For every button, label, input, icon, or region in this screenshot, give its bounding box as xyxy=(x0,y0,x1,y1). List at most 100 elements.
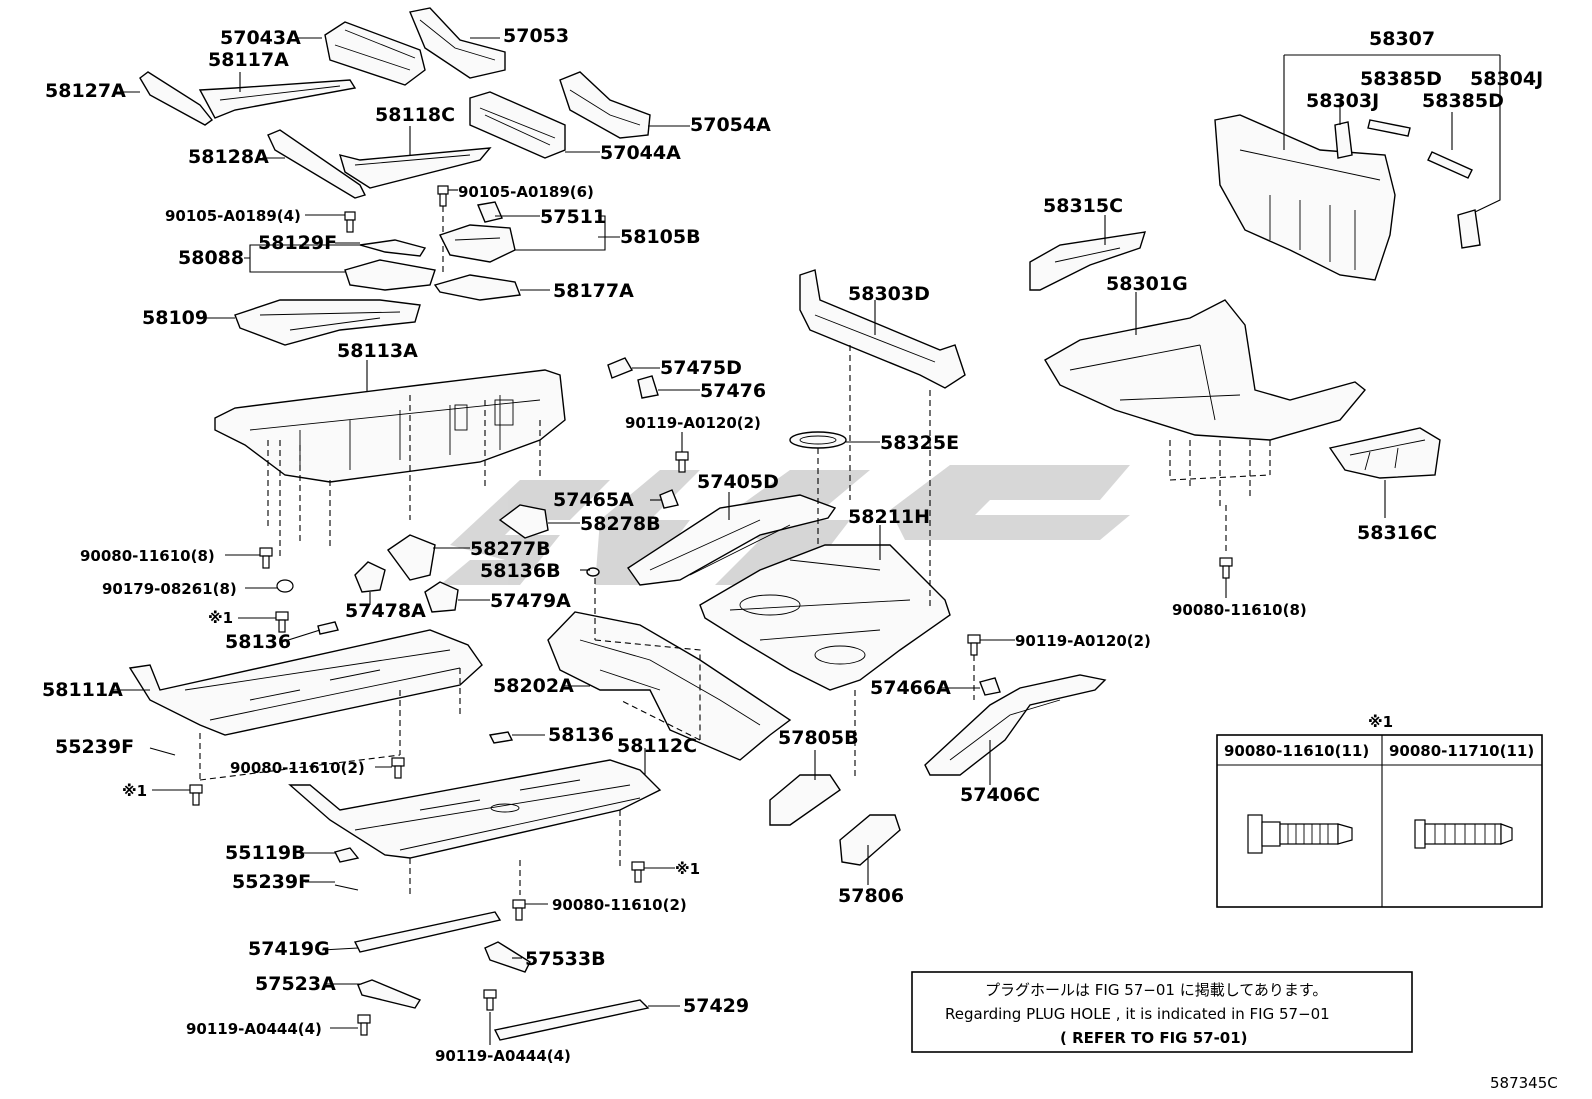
part-57806 xyxy=(839,814,901,866)
part-57406C xyxy=(924,674,1107,776)
part-57479A xyxy=(424,581,459,613)
bolt-90080-a xyxy=(259,547,273,569)
label-57478A: 57478A xyxy=(345,600,426,622)
label-90119-A0120-b: 90119-A0120(2) xyxy=(1015,632,1151,650)
label-57523A: 57523A xyxy=(255,973,336,995)
part-58202A xyxy=(547,611,792,761)
part-58136B xyxy=(586,567,600,577)
part-57429 xyxy=(493,999,650,1041)
label-58113A: 58113A xyxy=(337,340,418,362)
label-90105-6: 90105-A0189(6) xyxy=(458,183,594,201)
label-57405D: 57405D xyxy=(697,471,779,493)
label-57805B: 57805B xyxy=(778,727,859,749)
part-58111A xyxy=(128,629,483,736)
part-57478A xyxy=(354,561,386,593)
part-57476 xyxy=(637,375,659,399)
label-57465A: 57465A xyxy=(553,489,634,511)
label-90080-8a: 90080-11610(8) xyxy=(80,547,215,565)
label-90119-A0444-a: 90119-A0444(4) xyxy=(186,1020,322,1038)
label-90119-A0444-b: 90119-A0444(4) xyxy=(435,1047,571,1065)
bolt-ref1-a xyxy=(275,611,289,633)
label-58304J: 58304J xyxy=(1470,68,1543,90)
label-57475D: 57475D xyxy=(660,357,742,379)
label-58136-a: 58136 xyxy=(225,631,291,653)
part-58105B xyxy=(439,224,516,263)
bolt-90179 xyxy=(276,579,294,593)
part-57043A xyxy=(324,21,426,86)
label-58136B: 58136B xyxy=(480,560,561,582)
bolt-90119-b xyxy=(967,634,981,656)
label-58105B: 58105B xyxy=(620,226,701,248)
part-58127A xyxy=(139,71,214,126)
label-58127A: 58127A xyxy=(45,80,126,102)
part-55119B xyxy=(333,847,360,863)
bolt-90119-a xyxy=(675,451,689,473)
part-57465A xyxy=(659,489,679,509)
label-58316C: 58316C xyxy=(1357,522,1437,544)
fastener-table: ※1 90080-11610(11) 90080-11710(11) xyxy=(1216,713,1543,908)
label-58088: 58088 xyxy=(178,247,244,269)
label-58303D: 58303D xyxy=(848,283,930,305)
notice-line-2: Regarding PLUG HOLE , it is indicated in… xyxy=(945,1005,1330,1023)
label-90105-4: 90105-A0189(4) xyxy=(165,207,301,225)
bolt-ref1-b xyxy=(189,784,203,806)
label-58385D-a: 58385D xyxy=(1360,68,1442,90)
part-57805B xyxy=(769,774,841,826)
bolt-90119-A0444-b xyxy=(483,989,497,1011)
part-57475D xyxy=(607,357,634,379)
label-57406C: 57406C xyxy=(960,784,1040,806)
label-58117A: 58117A xyxy=(208,49,289,71)
label-90080-8b: 90080-11610(8) xyxy=(1172,601,1307,619)
part-58112C xyxy=(288,759,662,859)
bolt-90080-c xyxy=(512,899,526,921)
label-90080-2b: 90080-11610(2) xyxy=(552,896,687,914)
label-55239F-a: 55239F xyxy=(55,736,134,758)
label-58129F: 58129F xyxy=(258,232,337,254)
part-57054A xyxy=(559,71,651,139)
label-90179: 90179-08261(8) xyxy=(102,580,237,598)
part-57405D xyxy=(627,494,837,586)
part-58278B xyxy=(498,504,549,539)
label-57053: 57053 xyxy=(503,25,569,47)
figure-id: 587345C xyxy=(1490,1074,1558,1092)
bolt-ref1-c xyxy=(631,861,645,883)
label-57466A: 57466A xyxy=(870,677,951,699)
part-58303D xyxy=(799,269,966,389)
label-58325E: 58325E xyxy=(880,432,959,454)
plug-hole-notice: プラグホールは FIG 57−01 に掲載してあります。 Regarding P… xyxy=(911,971,1413,1053)
part-55239F-a xyxy=(149,747,176,756)
label-58118C: 58118C xyxy=(375,104,455,126)
callout-labels: 57043A 57053 58117A 58127A 58118C 57054A… xyxy=(42,25,1543,1065)
part-58136-a xyxy=(317,621,339,635)
part-58325E xyxy=(789,431,847,449)
label-57419G: 57419G xyxy=(248,938,330,960)
part-58128A xyxy=(267,129,366,199)
part-58385D-b xyxy=(1427,151,1473,179)
bolt-90080-d xyxy=(1219,557,1233,579)
fastener-table-col1: 90080-11610(11) xyxy=(1224,742,1369,760)
part-58385D-a xyxy=(1367,119,1411,137)
part-58109 xyxy=(234,299,421,346)
label-57429: 57429 xyxy=(683,995,749,1017)
label-57054A: 57054A xyxy=(690,114,771,136)
label-58111A: 58111A xyxy=(42,679,123,701)
label-ref1-b: ※1 xyxy=(122,782,147,800)
part-58117A xyxy=(198,79,357,119)
label-57533B: 57533B xyxy=(525,948,606,970)
part-57044A xyxy=(469,91,566,159)
label-ref1-c: ※1 xyxy=(675,860,700,878)
label-57806: 57806 xyxy=(838,885,904,907)
label-58303J: 58303J xyxy=(1306,90,1379,112)
part-58129F xyxy=(359,239,427,257)
notice-line-1: プラグホールは FIG 57−01 に掲載してあります。 xyxy=(985,981,1327,999)
label-57044A: 57044A xyxy=(600,142,681,164)
label-57476: 57476 xyxy=(700,380,766,402)
label-58112C: 58112C xyxy=(617,735,697,757)
part-58211H xyxy=(699,544,951,691)
part-55239F-b xyxy=(334,884,359,891)
part-58304J xyxy=(1457,209,1481,249)
label-57043A: 57043A xyxy=(220,27,301,49)
bolt-90105-b xyxy=(437,185,449,207)
label-58211H: 58211H xyxy=(848,506,930,528)
